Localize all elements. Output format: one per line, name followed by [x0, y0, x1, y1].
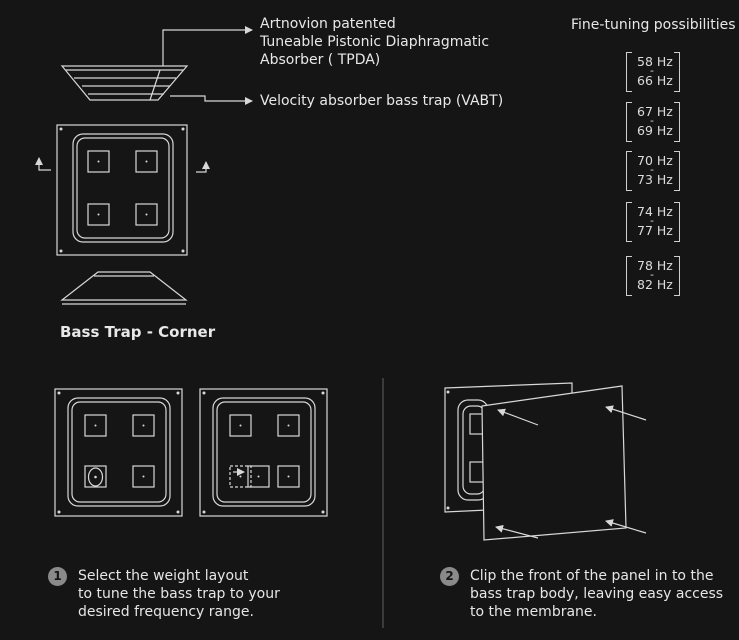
step-2-line: to the membrane. [470, 604, 597, 620]
step1-panel-b [199, 388, 328, 517]
frequency-high: 69 Hz [637, 123, 673, 138]
step-1-line: desired frequency range. [78, 604, 254, 620]
tpda-line-2: Tuneable Pistonic Diaphragmatic [260, 34, 490, 50]
step2-front-panel [481, 385, 627, 541]
step-2-line: Clip the front of the panel in to the [470, 568, 714, 584]
frequency-high: 73 Hz [637, 172, 673, 187]
tpda-callout: Artnovion patented Tuneable Pistonic Dia… [260, 15, 489, 69]
frequency-low: 70 Hz [637, 153, 673, 168]
side-arrows [35, 157, 210, 173]
frequency-range: 67 Hz - 69 Hz [626, 102, 680, 142]
tpda-cap-drawing [60, 65, 189, 101]
tpda-line-1: Artnovion patented [260, 16, 396, 32]
step-number-badge: 1 [48, 567, 67, 586]
frequency-range: 58 Hz - 66 Hz [626, 52, 680, 92]
frequency-range: 70 Hz - 73 Hz [626, 151, 680, 191]
step-1-line: to tune the bass trap to your [78, 586, 280, 602]
frequency-low: 78 Hz [637, 258, 673, 273]
vabt-callout: Velocity absorber bass trap (VABT) [260, 93, 504, 109]
fine-tuning-title: Fine-tuning possibilities [571, 17, 736, 33]
tpda-line-3: Absorber ( TPDA) [260, 52, 381, 68]
frequency-low: 74 Hz [637, 204, 673, 219]
frequency-high: 77 Hz [637, 223, 673, 238]
vabt-base-drawing [60, 271, 188, 305]
bass-trap-front-view [56, 124, 188, 256]
frequency-range: 74 Hz - 77 Hz [626, 202, 680, 242]
frequency-range: 78 Hz - 82 Hz [626, 256, 680, 296]
panel-screws [59, 127, 185, 253]
step-1-line: Select the weight layout [78, 568, 249, 584]
frequency-low: 67 Hz [637, 104, 673, 119]
step1-panel-a [54, 388, 183, 517]
step2-clip-arrows [495, 405, 647, 539]
frequency-low: 58 Hz [637, 54, 673, 69]
step-2: 2 Clip the front of the panel in to the … [440, 567, 723, 621]
frequency-high: 82 Hz [637, 277, 673, 292]
step-2-line: bass trap body, leaving easy access [470, 586, 724, 602]
step-number-badge: 2 [440, 567, 459, 586]
frequency-high: 66 Hz [637, 73, 673, 88]
step-1: 1 Select the weight layout to tune the b… [48, 567, 280, 621]
callout-leaders [162, 26, 253, 105]
product-title: Bass Trap - Corner [60, 323, 216, 341]
